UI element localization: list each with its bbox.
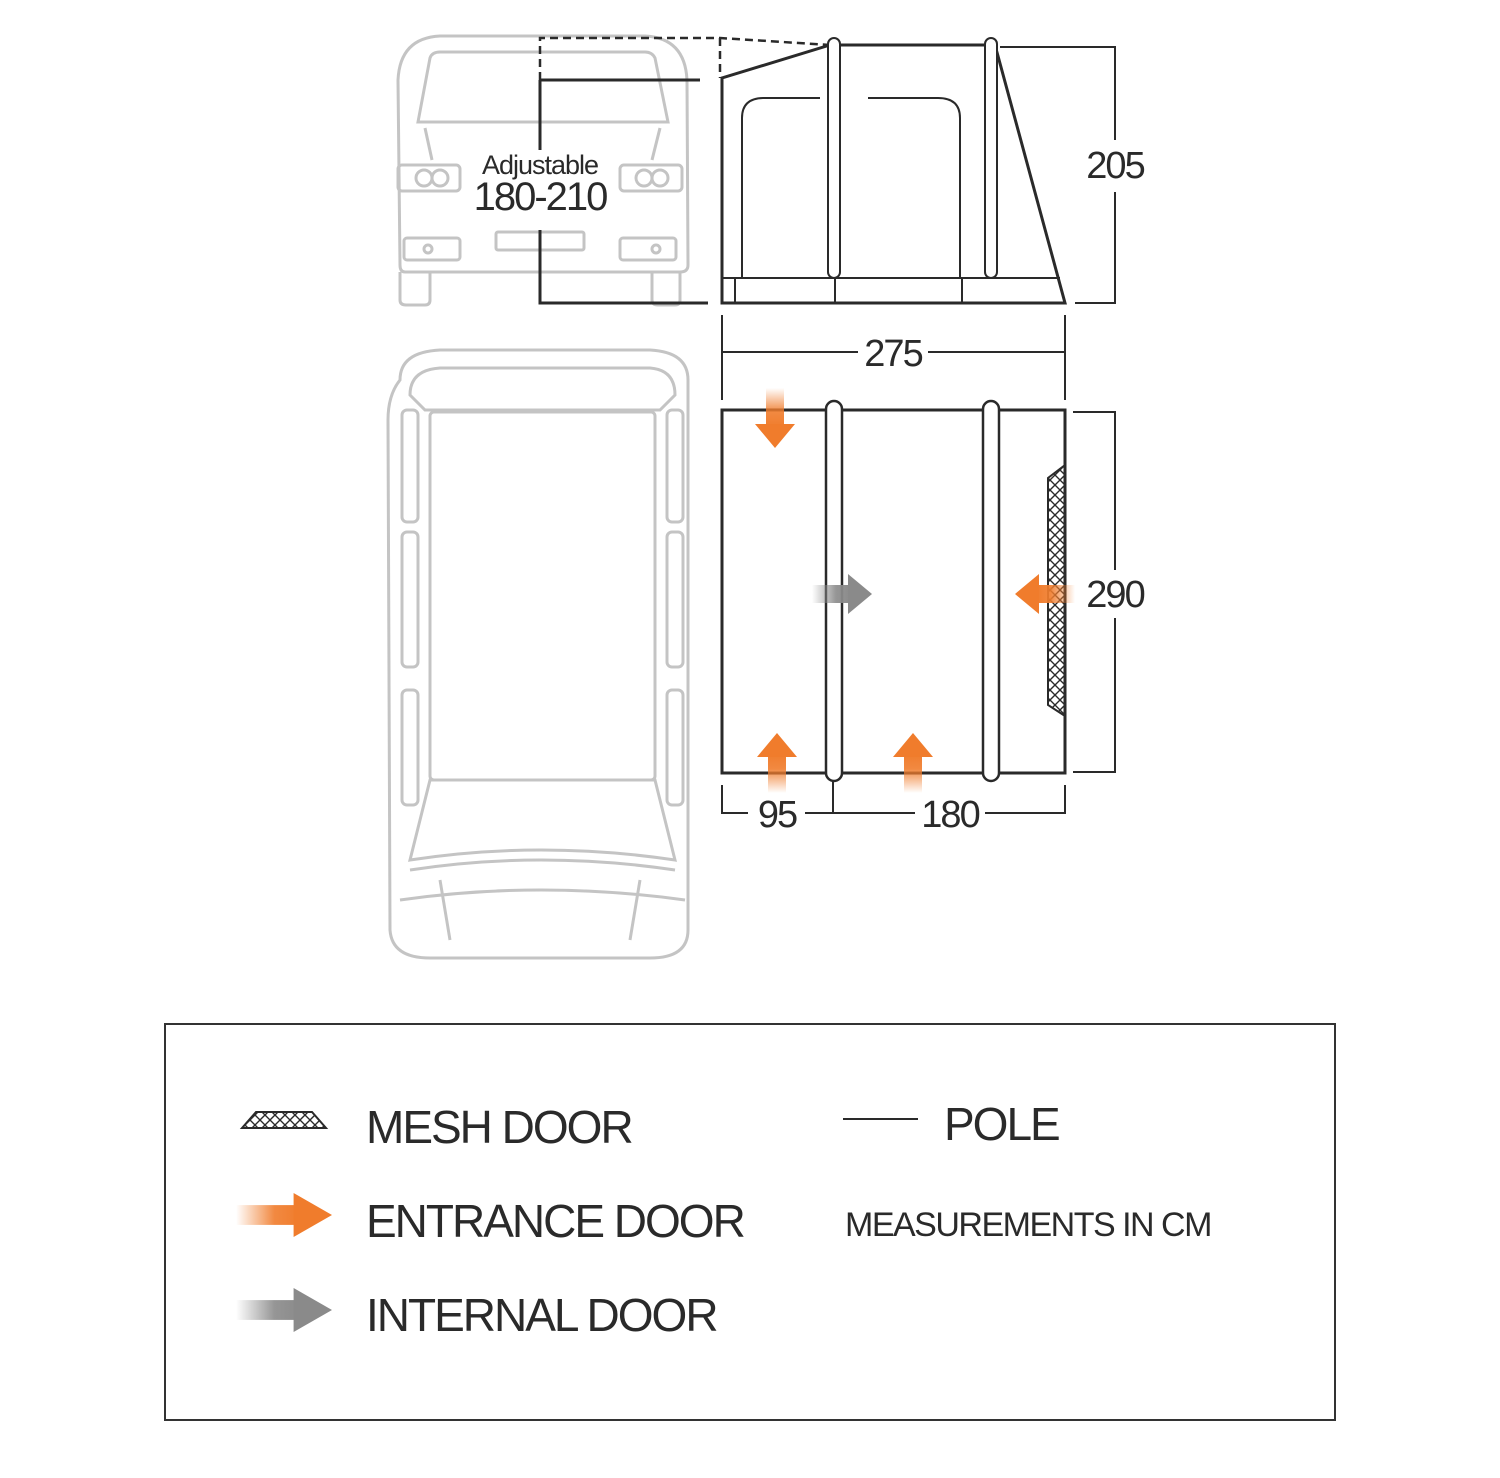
width-dimension: 275 <box>721 315 1066 400</box>
pole <box>827 37 841 279</box>
adjustable-height-guide: Adjustable 180-210 <box>474 36 831 305</box>
pole <box>981 399 1001 783</box>
section-right-value: 180 <box>921 794 979 836</box>
entrance-door-arrow <box>893 733 933 793</box>
entrance-door-legend-icon <box>236 1193 332 1237</box>
height-dimension: 205 <box>1000 46 1147 304</box>
depth-value: 290 <box>1086 574 1144 616</box>
legend-mesh-door: MESH DOOR <box>366 1101 632 1153</box>
height-value: 205 <box>1086 145 1144 187</box>
mesh-door-legend-icon <box>239 1111 329 1129</box>
legend-entrance-door: ENTRANCE DOOR <box>366 1195 745 1247</box>
awning-plan-view <box>720 388 1075 793</box>
depth-dimension: 290 <box>1073 411 1147 773</box>
legend-units-note: MEASUREMENTS IN CM <box>845 1206 1211 1244</box>
entrance-door-arrow <box>757 733 797 793</box>
vehicle-top-view <box>386 348 690 960</box>
legend: MESH DOOR ENTRANCE DOOR INTERNAL DOOR PO… <box>164 1023 1336 1421</box>
width-value: 275 <box>864 333 922 375</box>
legend-pole: POLE <box>944 1098 1059 1150</box>
adjustable-label: Adjustable <box>482 150 598 180</box>
pole <box>984 37 998 279</box>
section-left-value: 95 <box>758 794 797 836</box>
legend-internal-door: INTERNAL DOOR <box>366 1289 717 1341</box>
adjustable-range: 180-210 <box>474 175 608 219</box>
awning-front-view <box>720 37 1067 305</box>
entrance-door-arrow <box>755 388 795 448</box>
section-dimensions: 95 180 <box>721 782 1066 836</box>
internal-door-legend-icon <box>236 1288 332 1332</box>
